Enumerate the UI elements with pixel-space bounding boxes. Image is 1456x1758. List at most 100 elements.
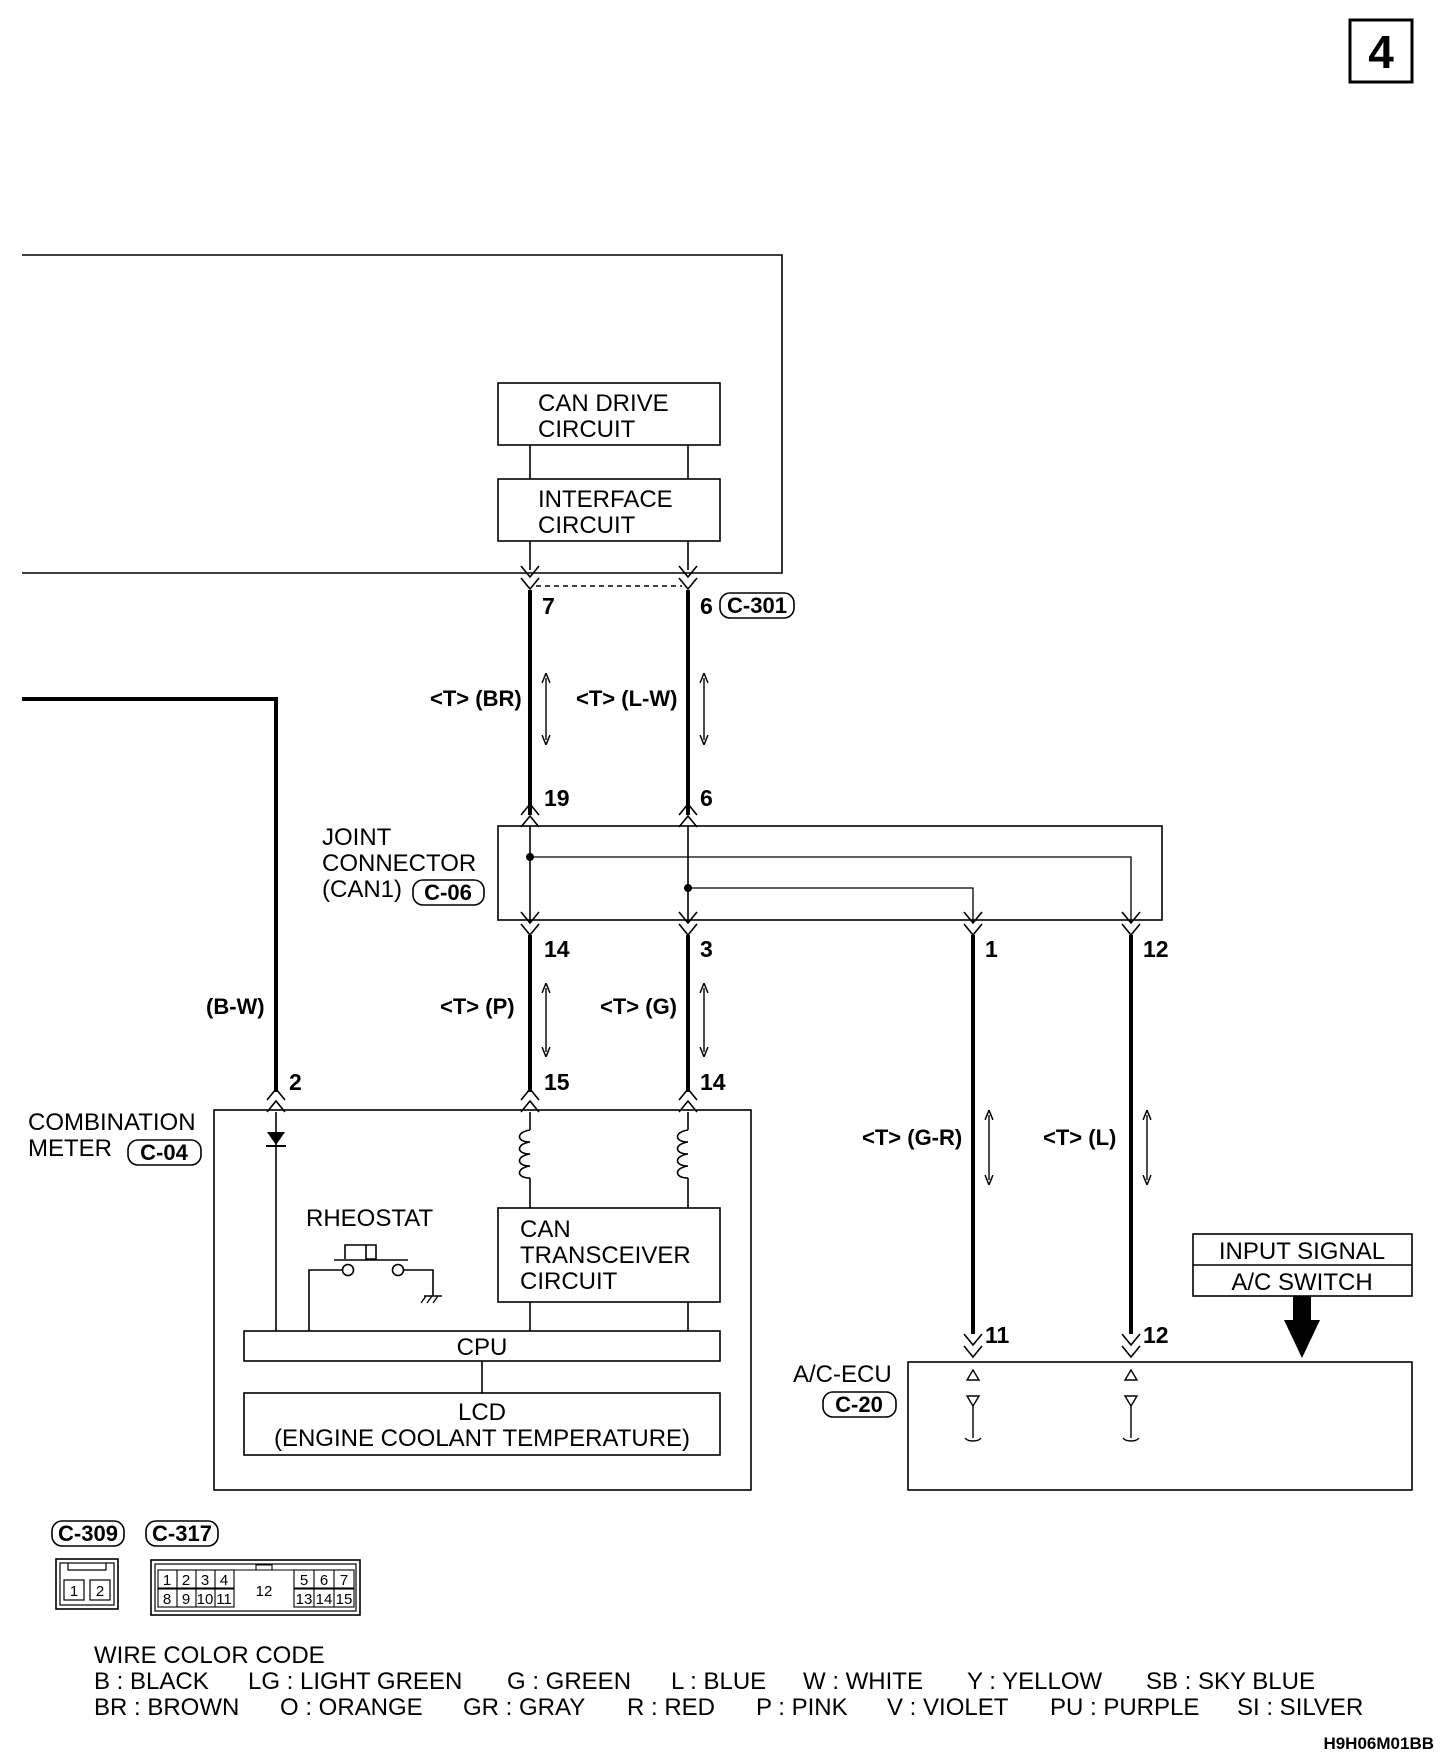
page-number-box: 4 — [1348, 18, 1414, 84]
c317-pin: 8 — [163, 1591, 171, 1608]
legend-entry: LG : LIGHT GREEN — [248, 1668, 462, 1695]
combination-meter-box — [213, 1109, 752, 1491]
wire-label-p: <T> (P) — [440, 994, 515, 1019]
connector-c309-tag: C-309 — [51, 1520, 125, 1547]
c317-pin: 14 — [316, 1591, 333, 1608]
control-unit-frame — [22, 254, 783, 574]
legend-entry: G : GREEN — [507, 1668, 631, 1695]
legend-entry: V : VIOLET — [887, 1694, 1009, 1721]
connector-c04: C-04 — [127, 1139, 202, 1166]
connector-c309-label: C-309 — [58, 1521, 118, 1546]
c317-pin: 6 — [320, 1572, 328, 1589]
pin-12-ecu: 12 — [1143, 1322, 1169, 1348]
wire-label-br: <T> (BR) — [430, 686, 522, 711]
pin-6-jc: 6 — [700, 785, 713, 811]
connector-c317-label: C-317 — [152, 1521, 212, 1546]
c317-pin: 9 — [182, 1591, 190, 1608]
c317-pin: 1 — [163, 1572, 171, 1589]
interface-label: INTERFACE — [538, 486, 673, 513]
input-arrow — [1284, 1296, 1320, 1358]
c317-pin: 15 — [336, 1591, 353, 1608]
connector-c301: C-301 — [719, 592, 795, 619]
legend-entry: BR : BROWN — [94, 1694, 239, 1721]
wire-label-l: <T> (L) — [1043, 1125, 1116, 1150]
wire-label-g: <T> (G) — [600, 994, 677, 1019]
c317-pin: 4 — [220, 1572, 228, 1589]
can-transceiver-label: CAN — [520, 1216, 571, 1243]
legend-entry: GR : GRAY — [463, 1694, 585, 1721]
combination-meter-label-2: METER — [28, 1135, 112, 1162]
can-drive-label: CAN DRIVE — [538, 390, 669, 417]
ac-switch-label: A/C SWITCH — [1231, 1269, 1372, 1296]
rheostat-label: RHEOSTAT — [306, 1205, 433, 1232]
legend-entry: PU : PURPLE — [1050, 1694, 1199, 1721]
lcd-label: LCD — [458, 1399, 506, 1426]
pin-19: 19 — [544, 785, 570, 811]
wire-label-lw: <T> (L-W) — [576, 686, 677, 711]
ac-ecu-box — [907, 1361, 1413, 1491]
legend-title: WIRE COLOR CODE — [94, 1642, 325, 1669]
page-number: 4 — [1368, 26, 1394, 78]
legend-entry: L : BLUE — [671, 1668, 766, 1695]
pin-12-jc: 12 — [1143, 936, 1169, 962]
cpu-label: CPU — [457, 1334, 508, 1361]
can-drive-circuit-box: CAN DRIVE CIRCUIT — [497, 382, 721, 446]
c317-pin: 2 — [182, 1572, 190, 1589]
figure-code: H9H06M01BB — [1323, 1734, 1434, 1753]
legend-entry: W : WHITE — [803, 1668, 923, 1695]
can-transceiver-box: CAN TRANSCEIVER CIRCUIT — [497, 1207, 721, 1303]
legend-entry: O : ORANGE — [280, 1694, 423, 1721]
connector-c309-face: 1 2 — [55, 1558, 119, 1610]
legend-entry: R : RED — [627, 1694, 715, 1721]
combination-meter-label: COMBINATION — [28, 1109, 196, 1136]
pin-15: 15 — [544, 1069, 570, 1095]
interface-label-2: CIRCUIT — [538, 512, 636, 539]
c317-pin: 11 — [216, 1591, 232, 1608]
legend-entry: B : BLACK — [94, 1668, 209, 1695]
input-signal-label: INPUT SIGNAL — [1219, 1238, 1385, 1265]
c317-pin: 7 — [340, 1572, 348, 1589]
connector-c317-tag: C-317 — [145, 1520, 219, 1547]
connector-c06-label: C-06 — [424, 880, 472, 905]
can-drive-label-2: CIRCUIT — [538, 416, 636, 443]
ac-ecu-label: A/C-ECU — [793, 1361, 892, 1388]
cpu-box: CPU — [243, 1330, 721, 1362]
wire-label-bw: (B-W) — [206, 994, 265, 1019]
connector-c20: C-20 — [822, 1391, 897, 1418]
pin-7: 7 — [542, 593, 555, 619]
wire-label-gr: <T> (G-R) — [862, 1125, 962, 1150]
legend-entry: P : PINK — [756, 1694, 848, 1721]
connector-c20-label: C-20 — [835, 1392, 883, 1417]
interface-circuit-box: INTERFACE CIRCUIT — [497, 478, 721, 542]
lcd-label-2: (ENGINE COOLANT TEMPERATURE) — [274, 1425, 690, 1452]
c317-pin: 13 — [296, 1591, 313, 1608]
pin-14-jc: 14 — [544, 936, 570, 962]
ecu-terminal-right — [1122, 1368, 1140, 1442]
connector-c301-label: C-301 — [727, 593, 787, 618]
can-transceiver-label-3: CIRCUIT — [520, 1268, 618, 1295]
c317-pin: 12 — [256, 1583, 273, 1600]
pin-1: 1 — [985, 936, 998, 962]
connector-c06: C-06 — [412, 879, 485, 906]
pin-14-meter: 14 — [700, 1069, 726, 1095]
joint-connector-box — [497, 825, 1163, 921]
rheostat-switch — [308, 1244, 442, 1331]
c309-pin-1: 1 — [70, 1583, 78, 1600]
lcd-box: LCD (ENGINE COOLANT TEMPERATURE) — [243, 1392, 721, 1456]
can-transceiver-label-2: TRANSCEIVER — [520, 1242, 691, 1269]
c317-pin: 3 — [201, 1572, 209, 1589]
connector-c317-face: 1 2 3 4 8 9 10 11 12 5 6 7 13 14 15 — [150, 1559, 361, 1616]
legend-entry: SB : SKY BLUE — [1146, 1668, 1315, 1695]
coil-right — [676, 1112, 689, 1208]
c309-pin-2: 2 — [96, 1583, 104, 1600]
joint-connector-label: JOINT — [322, 824, 392, 851]
pin-3: 3 — [700, 936, 713, 962]
legend-entry: SI : SILVER — [1237, 1694, 1363, 1721]
pin-11: 11 — [985, 1322, 1010, 1348]
joint-connector-label-3: (CAN1) — [322, 876, 402, 903]
c317-pin: 10 — [197, 1591, 214, 1608]
wire-bw — [22, 697, 278, 1092]
pin-6-top: 6 — [700, 593, 713, 619]
ecu-terminal-left — [964, 1368, 982, 1442]
